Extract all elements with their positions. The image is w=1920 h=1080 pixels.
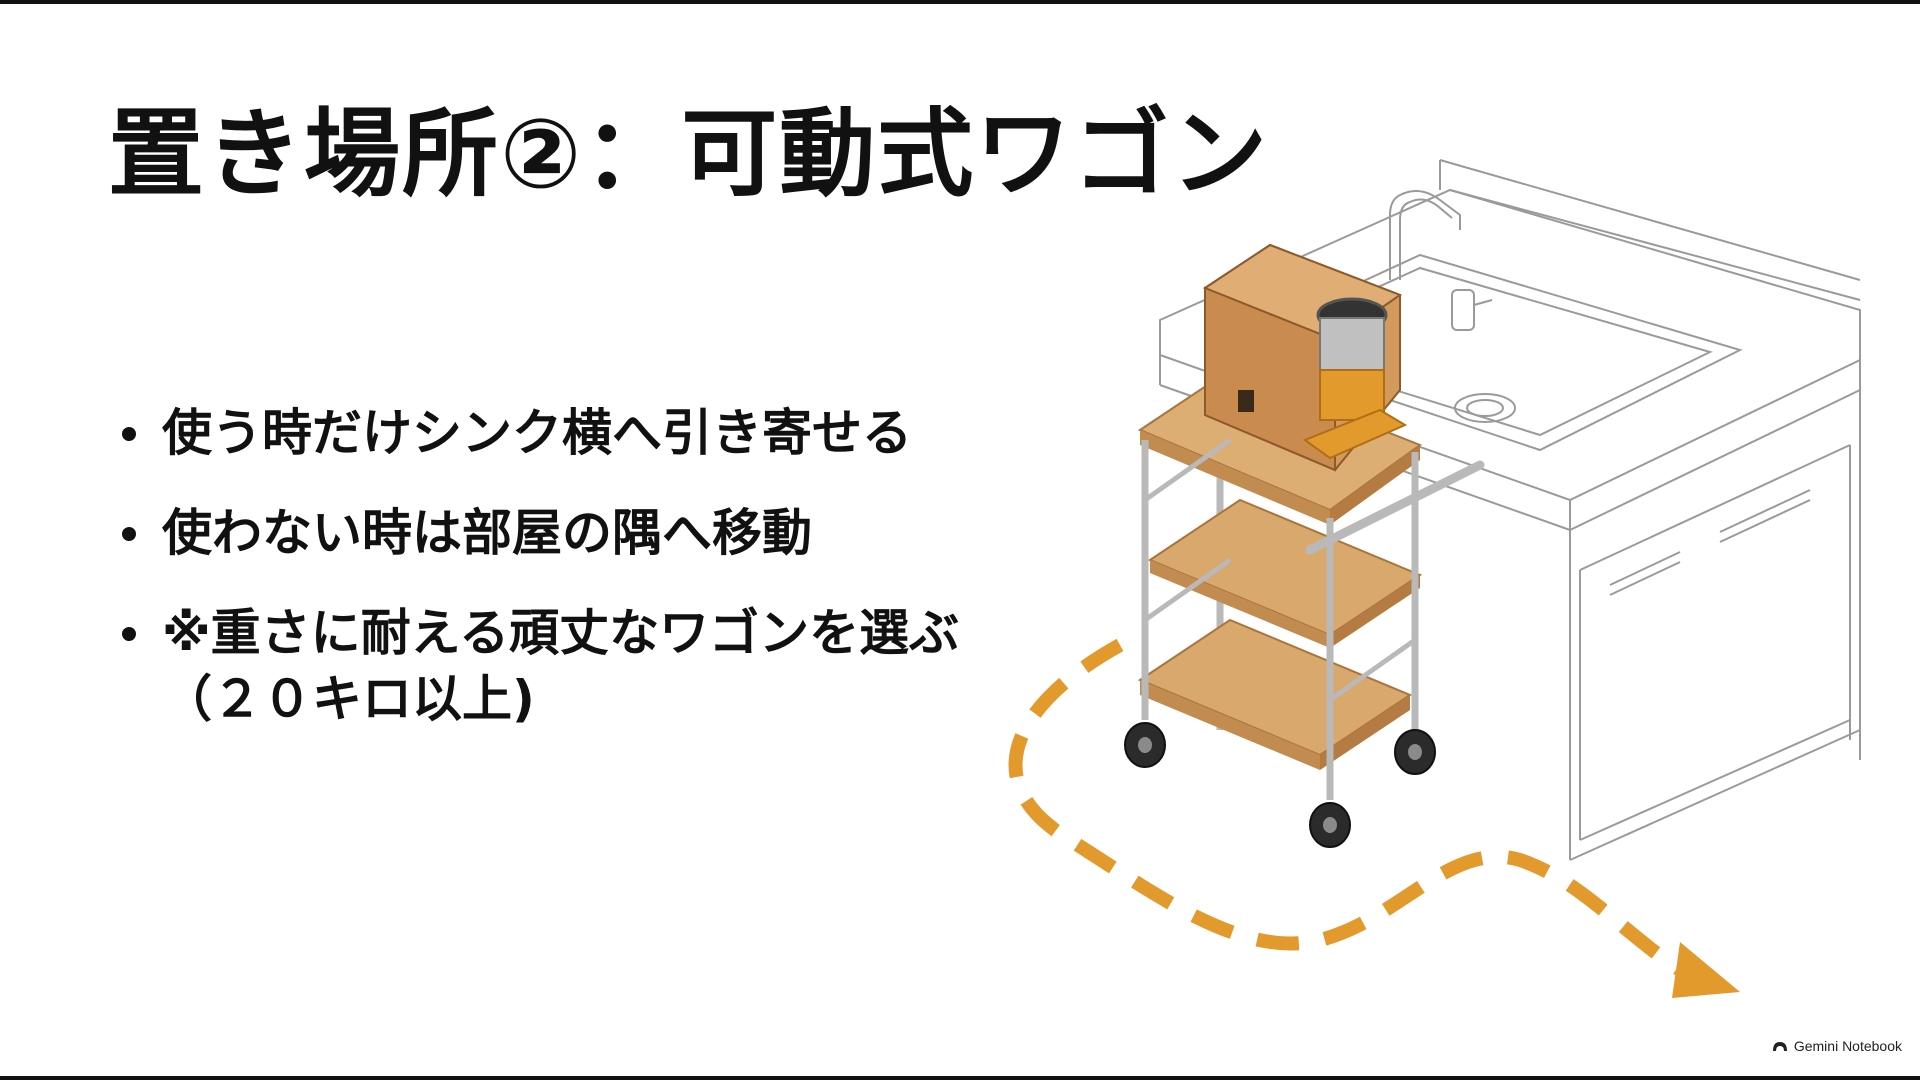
watermark-label: Gemini Notebook [1793, 1038, 1902, 1054]
kitchen-counter [1159, 159, 1861, 861]
movement-path [1008, 638, 1684, 976]
top-border [0, 0, 1920, 4]
bullet-dot-icon [122, 427, 136, 441]
bottom-border [0, 1076, 1920, 1080]
bullet-item: 使わない時は部屋の隅へ移動 [120, 500, 1020, 566]
slide-title: 置き場所②：可動式ワゴン [108, 98, 1270, 210]
faucet-icon [1389, 190, 1493, 331]
watermark: Gemini Notebook [1772, 1038, 1902, 1054]
bullet-item: ※重さに耐える頑丈なワゴンを選ぶ（２０キロ以上) [120, 600, 1020, 732]
bullet-dot-icon [122, 527, 136, 541]
bullet-text: 使う時だけシンク横へ引き寄せる [162, 404, 912, 462]
arrow-head-icon [1672, 942, 1740, 998]
notebook-logo-icon [1772, 1041, 1787, 1051]
kitchen-wagon-illustration [1008, 159, 1861, 998]
coffee-machine-icon [1202, 243, 1408, 472]
bullet-dot-icon [122, 627, 136, 641]
bullet-text: ※重さに耐える頑丈なワゴンを選ぶ（２０キロ以上) [162, 604, 960, 728]
bullet-list: 使う時だけシンク横へ引き寄せる 使わない時は部屋の隅へ移動 ※重さに耐える頑丈な… [120, 400, 1020, 766]
bullet-text: 使わない時は部屋の隅へ移動 [162, 504, 812, 562]
bullet-item: 使う時だけシンク横へ引き寄せる [120, 400, 1020, 466]
